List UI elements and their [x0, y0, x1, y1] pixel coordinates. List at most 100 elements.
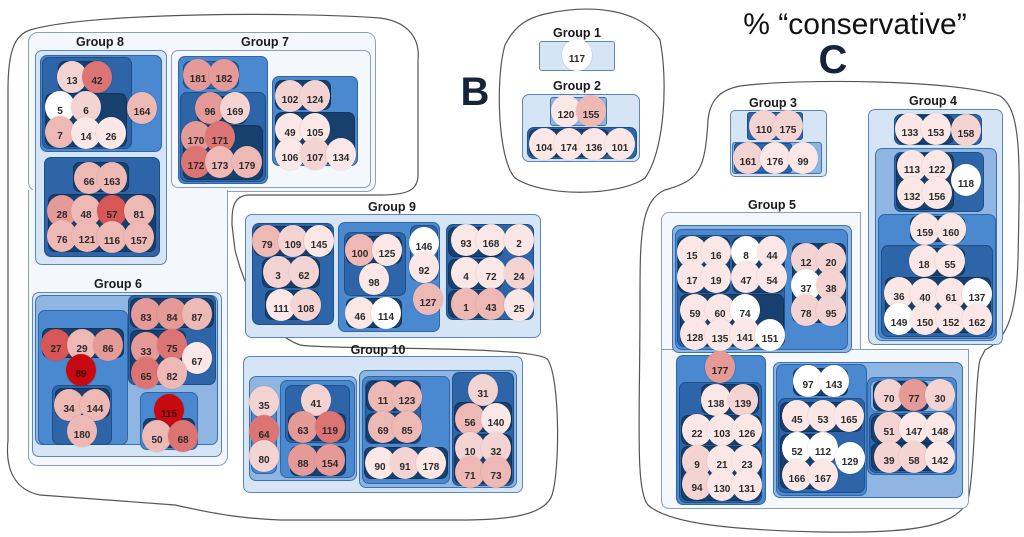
- node-label: 161: [739, 157, 757, 168]
- node-label: 135: [711, 334, 729, 345]
- node-24: 24: [504, 257, 534, 289]
- node-label: 121: [78, 235, 96, 246]
- node-label: 182: [215, 74, 233, 85]
- node-63: 63: [288, 411, 318, 443]
- node-label: 147: [905, 427, 923, 438]
- node-177: 177: [705, 351, 735, 383]
- group-1-label: Group 1: [553, 26, 601, 40]
- node-label: 94: [691, 483, 703, 494]
- node-label: 27: [50, 344, 62, 355]
- node-label: 145: [310, 240, 328, 251]
- node-84: 84: [157, 298, 187, 330]
- node-label: 108: [297, 304, 315, 315]
- node-label: 34: [63, 404, 75, 415]
- node-label: 44: [766, 251, 778, 262]
- node-95: 95: [816, 294, 846, 326]
- node-label: 23: [741, 460, 753, 471]
- node-label: 65: [140, 372, 152, 383]
- node-label: 62: [298, 271, 310, 282]
- node-118: 118: [951, 164, 981, 196]
- node-label: 143: [825, 380, 843, 391]
- node-165: 165: [834, 400, 864, 432]
- node-label: 41: [310, 399, 322, 410]
- node-label: 36: [893, 292, 905, 303]
- node-174: 174: [554, 128, 584, 160]
- node-label: 69: [377, 426, 389, 437]
- node-58: 58: [899, 441, 929, 473]
- group-9-label: Group 9: [368, 200, 416, 214]
- node-label: 66: [83, 177, 95, 188]
- node-140: 140: [481, 403, 511, 435]
- node-label: 5: [57, 106, 63, 117]
- node-179: 179: [232, 146, 262, 178]
- node-label: 48: [80, 210, 92, 221]
- node-153: 153: [921, 113, 951, 145]
- node-label: 24: [513, 272, 525, 283]
- node-label: 67: [191, 357, 203, 368]
- node-label: 115: [160, 409, 178, 420]
- node-83: 83: [131, 298, 161, 330]
- node-164: 164: [127, 92, 157, 124]
- node-label: 49: [284, 128, 296, 139]
- group-6-label: Group 6: [94, 277, 142, 291]
- node-label: 150: [916, 318, 934, 329]
- node-label: 17: [686, 276, 698, 287]
- node-label: 109: [284, 240, 302, 251]
- node-137: 137: [962, 278, 992, 310]
- node-label: 118: [957, 179, 975, 190]
- node-label: 114: [377, 312, 395, 323]
- node-label: 159: [916, 228, 934, 239]
- node-31: 31: [468, 374, 498, 406]
- group-3-label: Group 3: [749, 96, 797, 110]
- node-label: 70: [883, 394, 895, 405]
- node-label: 105: [306, 128, 324, 139]
- group-5-label: Group 5: [748, 198, 796, 212]
- node-label: 25: [513, 304, 525, 315]
- node-label: 6: [83, 106, 89, 117]
- node-label: 120: [557, 110, 575, 121]
- node-108: 108: [291, 289, 321, 321]
- node-5: 5: [45, 91, 75, 123]
- node-79: 79: [252, 225, 282, 257]
- node-label: 26: [105, 132, 117, 143]
- node-154: 154: [315, 444, 345, 476]
- node-label: 95: [825, 309, 837, 320]
- node-label: 157: [130, 236, 148, 247]
- node-label: 30: [934, 394, 946, 405]
- node-label: 86: [102, 344, 114, 355]
- node-88: 88: [288, 444, 318, 476]
- node-label: 89: [75, 369, 87, 380]
- node-label: 103: [713, 429, 731, 440]
- node-80: 80: [249, 440, 279, 472]
- node-139: 139: [728, 384, 758, 416]
- node-label: 3: [275, 271, 281, 282]
- node-30: 30: [925, 379, 955, 411]
- group-7-label: Group 7: [241, 35, 289, 49]
- node-label: 156: [928, 192, 946, 203]
- node-label: 68: [177, 435, 189, 446]
- node-label: 98: [368, 278, 380, 289]
- node-label: 122: [928, 165, 946, 176]
- node-label: 134: [332, 153, 350, 164]
- node-label: 85: [401, 426, 413, 437]
- node-label: 1: [463, 303, 469, 314]
- chart-title: % “conservative”: [743, 8, 967, 41]
- node-label: 116: [103, 236, 121, 247]
- node-159: 159: [910, 213, 940, 245]
- node-label: 117: [568, 54, 586, 65]
- node-label: 81: [133, 210, 145, 221]
- node-label: 132: [903, 192, 921, 203]
- node-173: 173: [205, 146, 235, 178]
- node-25: 25: [504, 289, 534, 321]
- node-label: 124: [306, 95, 324, 106]
- node-label: 113: [903, 165, 921, 176]
- node-label: 84: [166, 313, 178, 324]
- node-label: 142: [931, 456, 949, 467]
- node-label: 32: [490, 447, 502, 458]
- node-label: 33: [140, 347, 152, 358]
- node-label: 112: [814, 447, 832, 458]
- node-178: 178: [416, 447, 446, 479]
- node-136: 136: [579, 128, 609, 160]
